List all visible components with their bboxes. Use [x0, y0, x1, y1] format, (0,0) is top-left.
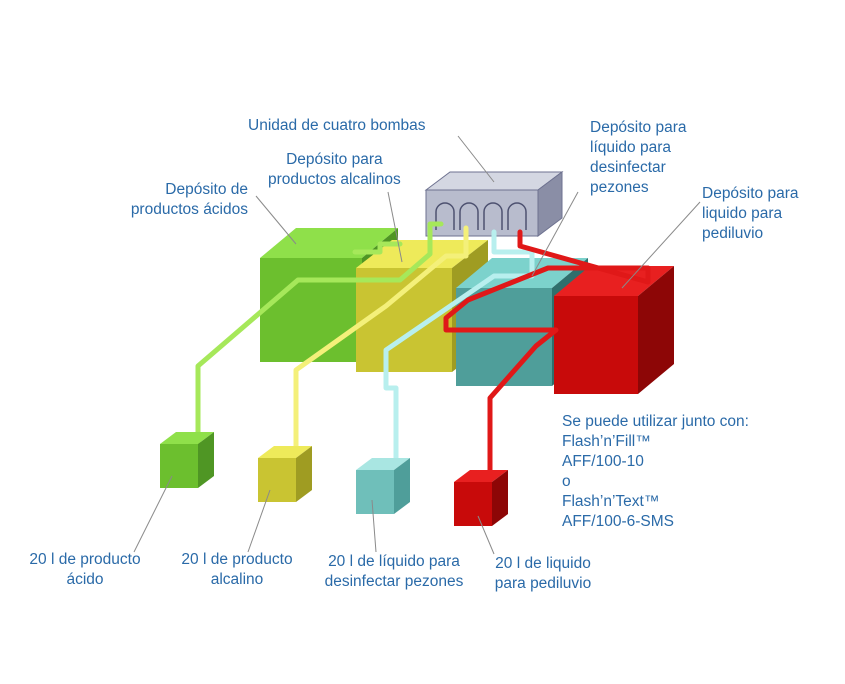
hoses — [195, 221, 651, 475]
label-alkaline-20l: 20 l de producto alcalino — [181, 551, 293, 588]
label-alkaline-tank: Depósito para productos alcalinos — [268, 151, 401, 188]
label-acid-tank: Depósito de productos ácidos — [130, 181, 248, 218]
acid-hose — [195, 221, 444, 445]
alkaline-hose — [293, 225, 469, 453]
leader-lines — [133, 135, 701, 555]
pump-head-icon — [435, 202, 527, 230]
footbath-tank — [554, 266, 674, 394]
alkaline-20l-tank — [258, 446, 312, 502]
teat-20l-tank — [356, 458, 410, 514]
pump-unit — [424, 171, 564, 237]
label-pump-unit: Unidad de cuatro bombas — [248, 117, 426, 134]
label-footbath-20l: 20 l de liquido para pediluvio — [494, 555, 592, 592]
label-teat-tank: Depósito para líquido para desinfectar p… — [590, 119, 687, 196]
footbath-20l-tank — [454, 470, 508, 526]
teat-hose — [383, 229, 535, 465]
label-compatible-with: Se puede utilizar junto con: Flash’n’Fil… — [562, 413, 749, 530]
acid-20l-tank — [160, 432, 214, 488]
alkaline-tank — [356, 240, 488, 372]
label-footbath-tank: Depósito para liquido para pediluvio — [702, 185, 799, 242]
label-acid-20l: 20 l de producto ácido — [29, 551, 141, 588]
footbath-hose — [443, 229, 651, 475]
label-teat-20l: 20 l de líquido para desinfectar pezones — [324, 553, 464, 590]
